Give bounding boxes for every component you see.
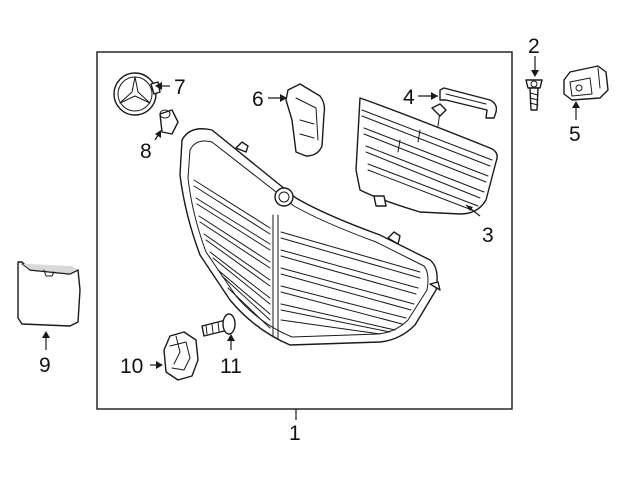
star-emblem-part: [113, 72, 161, 116]
bracket-part: [439, 87, 498, 119]
grille-main-part: [179, 128, 441, 346]
grommet-part: [159, 109, 179, 135]
callout-6: 6: [252, 88, 264, 111]
callout-8: 8: [140, 140, 152, 163]
bolt-part: [201, 313, 236, 337]
callout-5: 5: [569, 123, 581, 146]
callout-7: 7: [174, 76, 186, 99]
screw-part: [525, 79, 543, 111]
callout-9: 9: [39, 354, 51, 377]
side-bracket-part: [285, 83, 326, 157]
cover-panel-part: [17, 261, 81, 327]
arrow-7: [155, 82, 162, 90]
callout-2: 2: [528, 35, 540, 58]
arrow-6: [280, 94, 287, 102]
clip-part: [163, 331, 199, 381]
arrow-8: [155, 130, 161, 138]
callout-1: 1: [289, 422, 301, 445]
arrow-9: [42, 331, 50, 338]
sensor-bracket-part: [563, 65, 609, 101]
grille-insert-part: [355, 97, 498, 215]
callout-11: 11: [220, 355, 242, 378]
arrow-2: [531, 70, 539, 77]
arrow-4: [431, 92, 438, 100]
arrow-3: [466, 205, 473, 211]
arrow-10: [156, 361, 163, 369]
arrow-11: [227, 334, 235, 341]
callout-10: 10: [120, 355, 143, 378]
arrow-5: [572, 101, 580, 108]
callout-3: 3: [482, 224, 494, 247]
callout-4: 4: [403, 86, 415, 109]
assembly-frame: [96, 51, 513, 410]
